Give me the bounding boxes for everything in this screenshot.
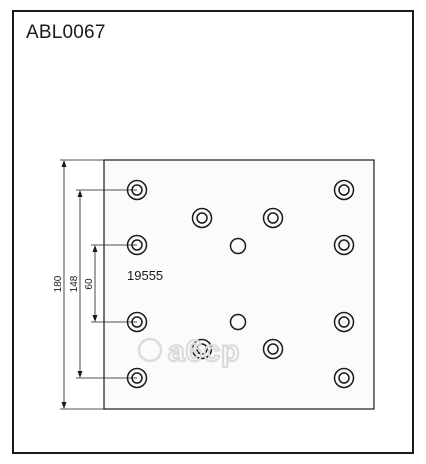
part-number-label: ABL0067 [26, 22, 106, 43]
rivet-hole [262, 338, 284, 360]
watermark: a6cp [137, 334, 240, 369]
dimension-inner-hole-spacing [91, 244, 137, 323]
rivet-hole [333, 179, 355, 201]
rivet-hole [333, 311, 355, 333]
dimension-outer-hole-spacing-label: 148 [69, 275, 80, 292]
rivet-hole [126, 234, 148, 256]
watermark-logo-icon [137, 337, 163, 363]
plain-hole [229, 313, 247, 331]
rivet-hole [262, 207, 284, 229]
dimension-overall-height-label: 180 [53, 275, 64, 292]
dimension-overall-height [60, 159, 104, 410]
dimension-inner-hole-spacing-label: 60 [84, 278, 95, 290]
reference-number: 19555 [127, 268, 163, 283]
rivet-hole [191, 338, 213, 360]
lining-plate [103, 159, 375, 410]
plain-hole [229, 237, 247, 255]
rivet-hole [126, 311, 148, 333]
watermark-text: a6cp [168, 335, 240, 368]
rivet-hole [333, 367, 355, 389]
rivet-hole [126, 179, 148, 201]
rivet-hole [126, 367, 148, 389]
rivet-hole [333, 234, 355, 256]
rivet-hole [191, 207, 213, 229]
